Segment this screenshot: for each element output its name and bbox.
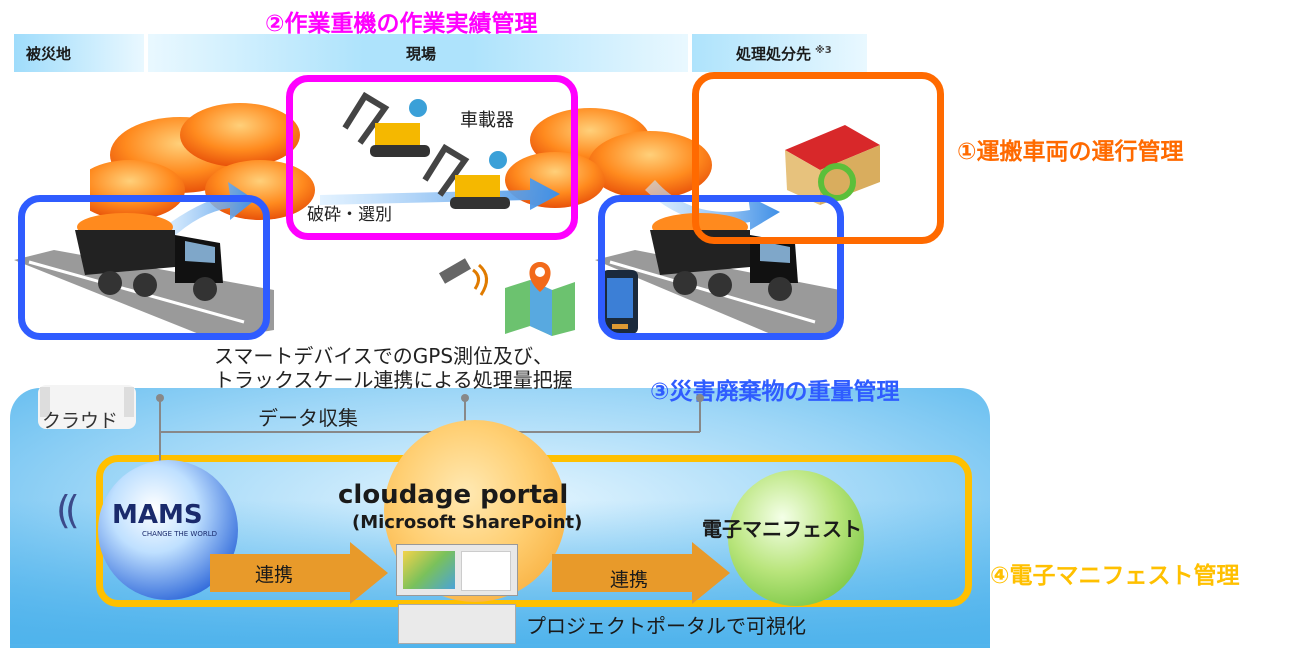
recycling-facility-icon bbox=[785, 125, 880, 205]
header-band-left: 被災地 bbox=[14, 34, 144, 72]
mams-logo: MAMS bbox=[112, 500, 203, 530]
arrow-to-facility bbox=[645, 180, 780, 230]
link-label-left: 連携 bbox=[255, 564, 294, 586]
box-heavy-machinery bbox=[286, 75, 578, 240]
cloudage-portal-title: cloudage portal bbox=[338, 480, 569, 510]
link-arrow-right bbox=[552, 542, 730, 604]
cloud-icon bbox=[38, 385, 136, 429]
chart-thumbnail bbox=[461, 551, 511, 591]
box-vehicle-right bbox=[598, 195, 844, 340]
excavator-icon bbox=[342, 91, 430, 157]
excavator-icon bbox=[422, 143, 510, 209]
link-label-right: 連携 bbox=[610, 569, 649, 591]
portal-icons-thumbnail bbox=[398, 604, 516, 644]
callout-4-manifest: ④電子マニフェスト管理 bbox=[990, 563, 1240, 589]
header-right-note: ※3 bbox=[815, 45, 832, 56]
crushing-sorting-label: 破砕・選別 bbox=[307, 205, 392, 225]
header-band-center: 現場 bbox=[148, 34, 688, 72]
header-right-label: 処理処分先※3 bbox=[736, 43, 832, 64]
smart-device-caption-line2: トラックスケール連携による処理量把握 bbox=[214, 368, 573, 392]
header-right-text: 処理処分先 bbox=[736, 45, 812, 63]
cloud-label: クラウド bbox=[42, 410, 119, 432]
manifest-label: 電子マニフェスト bbox=[702, 517, 862, 541]
callout-3-waste-weight: ③災害廃棄物の重量管理 bbox=[650, 379, 900, 405]
visualize-caption: プロジェクトポータルで可視化 bbox=[526, 614, 806, 638]
manifest-globe bbox=[728, 470, 864, 606]
map-thumbnail bbox=[403, 551, 455, 589]
portal-window-thumbnail bbox=[396, 544, 518, 596]
gps-satellite-icon bbox=[439, 258, 488, 296]
mams-tagline: CHANGE THE WORLD bbox=[142, 530, 218, 538]
box-facility bbox=[692, 72, 944, 244]
header-left-label: 被災地 bbox=[26, 45, 72, 63]
debris-pile bbox=[180, 103, 300, 167]
callout-2-heavy-machinery: ②作業重機の作業実績管理 bbox=[265, 11, 538, 37]
callout-1-vehicle-operation: ①運搬車両の運行管理 bbox=[957, 139, 1184, 165]
onboard-device-label: 車載器 bbox=[460, 110, 514, 131]
cloudage-portal-subtitle: (Microsoft SharePoint) bbox=[352, 512, 583, 533]
smart-device-caption-line1: スマートデバイスでのGPS測位及び、 bbox=[214, 344, 554, 368]
header-band-right: 処理処分先※3 bbox=[692, 34, 867, 72]
box-vehicle-left bbox=[18, 195, 270, 340]
debris-pile bbox=[90, 160, 185, 220]
link-arrow-left bbox=[210, 542, 388, 604]
wireless-signal-icon: (( bbox=[56, 488, 80, 532]
data-collection-label: データ収集 bbox=[258, 406, 358, 430]
dump-truck-icon bbox=[75, 213, 223, 301]
map-pin-icon bbox=[505, 262, 575, 336]
debris-pile bbox=[588, 131, 712, 199]
header-center-label: 現場 bbox=[406, 45, 437, 63]
